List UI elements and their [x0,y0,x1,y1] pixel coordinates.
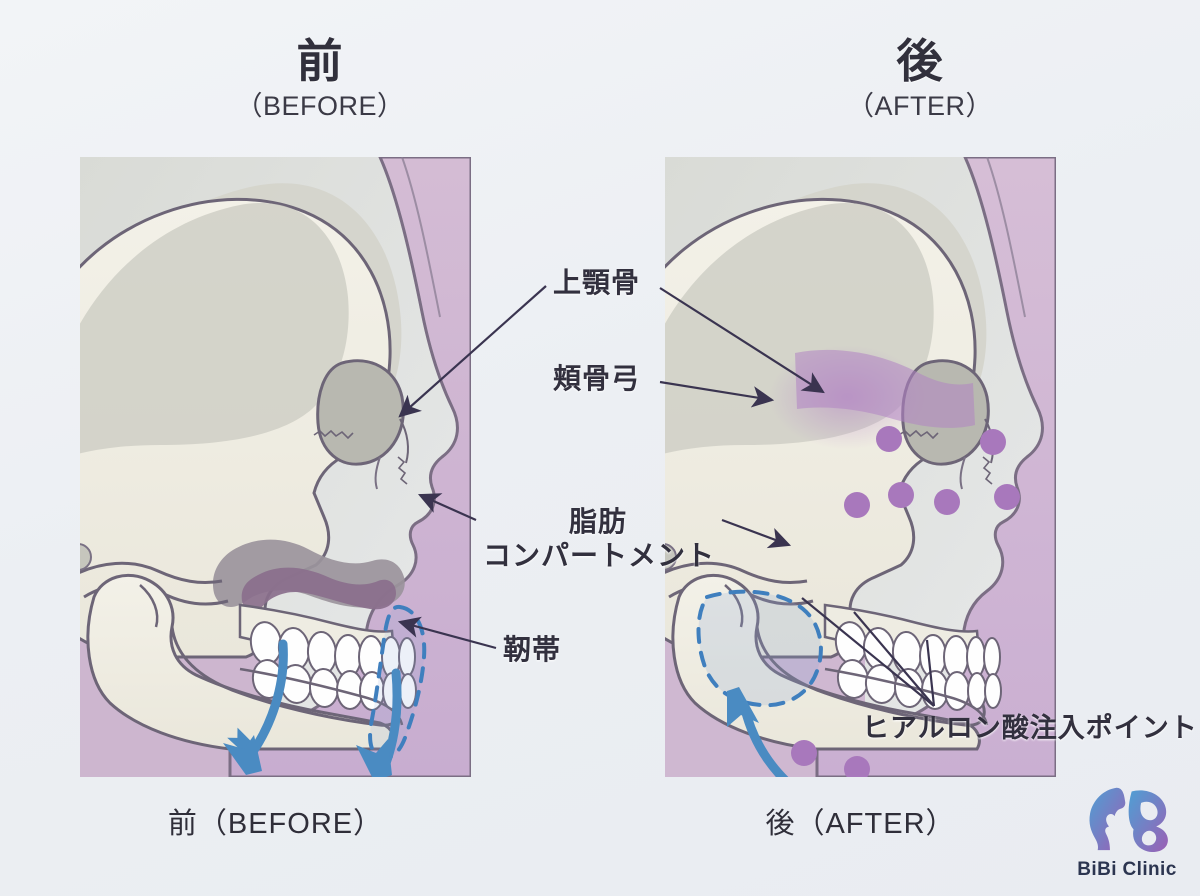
bibi-clinic-logo-icon [1089,787,1168,853]
heading-before: 前 （BEFORE） [175,38,465,120]
heading-after-kanji: 後 [896,35,944,87]
panel-before [80,157,471,777]
label-fat-compartment: 脂肪 コンパートメント [483,505,716,573]
heading-before-roman: （BEFORE） [235,91,405,121]
heading-before-kanji: 前 [296,35,344,87]
clinic-logo: BiBi Clinic [1068,784,1186,884]
label-zygomatic-arch: 頬骨弓 [553,363,641,394]
label-fat-compartment-line2: コンパートメント [483,540,716,572]
panel-after [665,157,1056,777]
label-injection-points: ヒアルロン酸注入ポイント [862,713,1198,743]
label-ligament: 靭帯 [503,634,562,665]
label-fat-compartment-line1: 脂肪 [568,506,627,537]
label-maxilla: 上顎骨 [553,267,641,298]
heading-after-roman: （AFTER） [846,91,993,121]
caption-after: 後（AFTER） [765,808,956,840]
logo-wordmark: BiBi Clinic [1077,859,1177,880]
heading-after: 後 （AFTER） [775,38,1065,120]
caption-before: 前（BEFORE） [167,808,384,840]
